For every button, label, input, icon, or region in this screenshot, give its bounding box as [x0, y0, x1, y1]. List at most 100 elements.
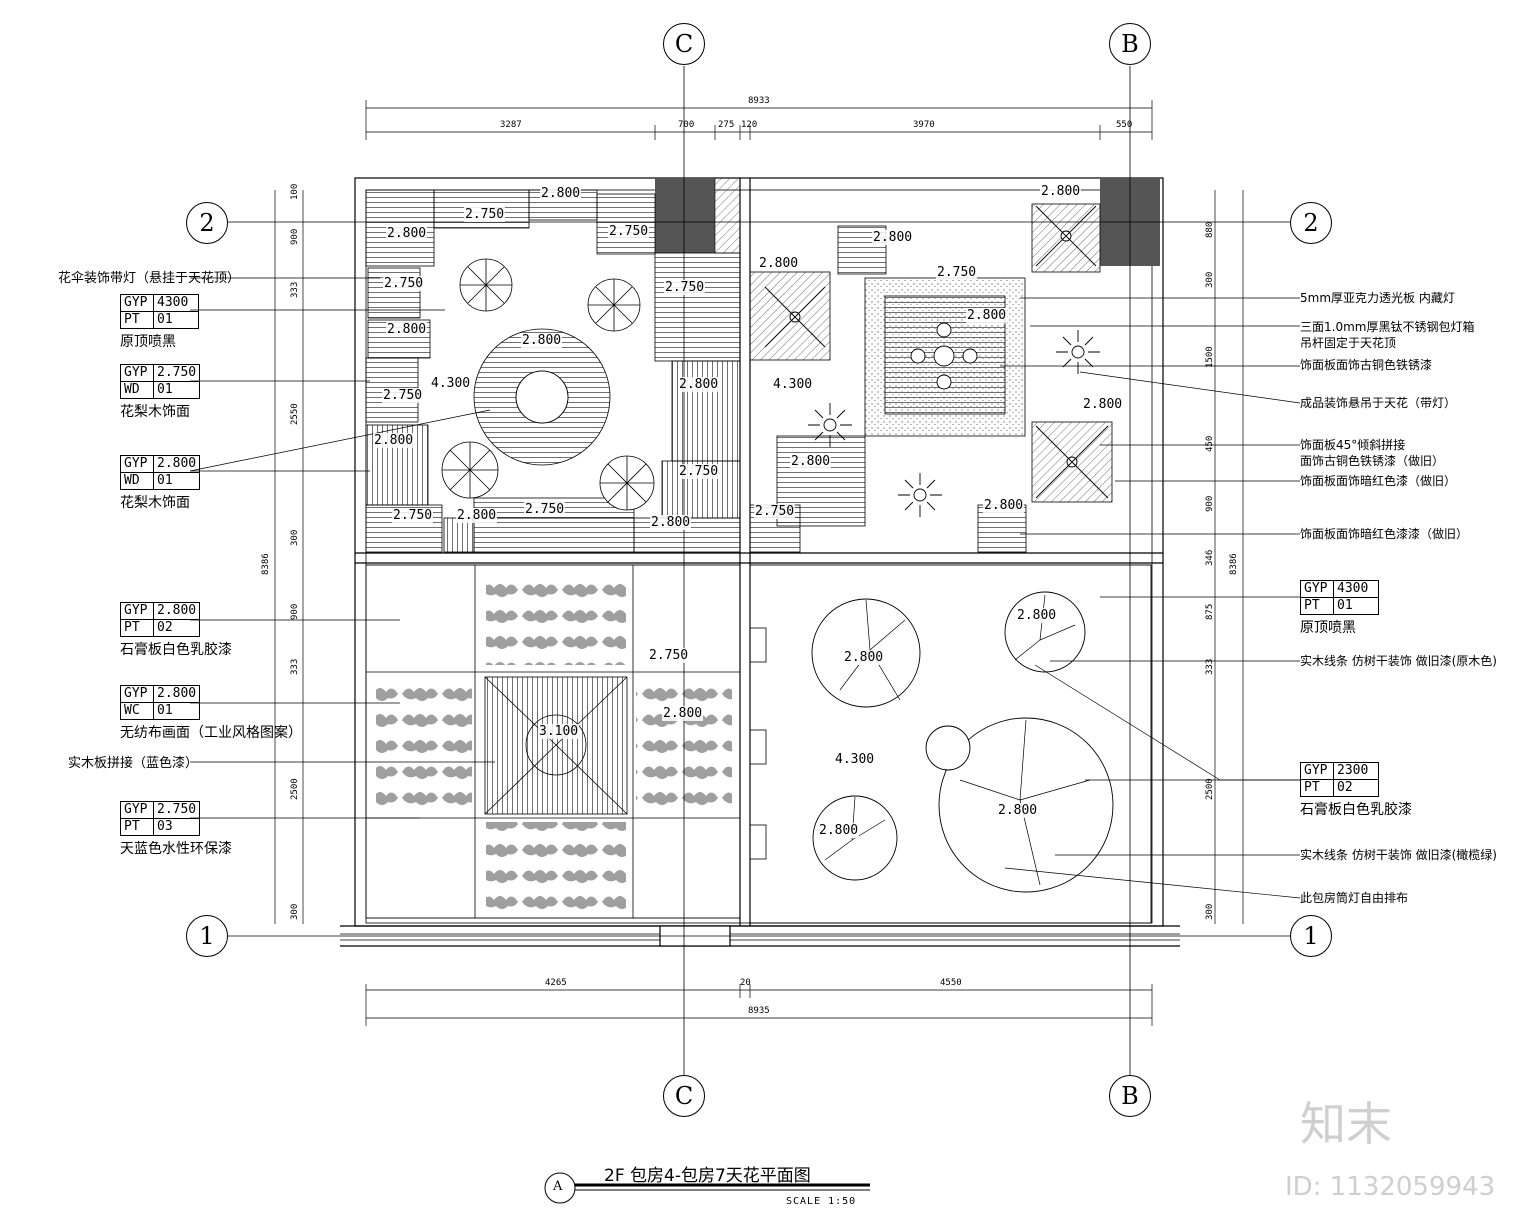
grid-label-2-right: 2: [1290, 202, 1332, 244]
grid-label-c-bottom: C: [663, 1075, 705, 1117]
grid-lines: [228, 66, 1290, 1075]
tag-caption: 原顶喷黑: [1300, 620, 1356, 636]
tag-value: 4300: [1333, 580, 1379, 598]
elevation-label: 2.800: [843, 650, 885, 665]
dim-top-seg: 700: [678, 120, 695, 130]
elevation-label: 2.800: [966, 308, 1008, 323]
elevation-label: 2.800: [521, 333, 563, 348]
tag-code: GYP: [1300, 762, 1334, 780]
note-45-degree: 饰面板45°倾斜拼接: [1300, 438, 1406, 452]
elevation-label: 2.800: [650, 515, 692, 530]
tag-code: GYP: [120, 685, 154, 703]
tag-caption: 石膏板白色乳胶漆: [1300, 802, 1412, 818]
note-acrylic: 5mm厚亚克力透光板 内藏灯: [1300, 291, 1455, 305]
elevation-label: 2.800: [386, 322, 428, 337]
dim-top-total: 8933: [748, 96, 770, 106]
dim-right-seg: 1500: [1205, 346, 1215, 368]
dim-left-seg: 300: [290, 529, 300, 546]
tag-code: PT: [1300, 597, 1334, 615]
umbrella-lights: [441, 258, 655, 511]
grid-label-1-right: 1: [1290, 915, 1332, 957]
tag-value: 02: [1333, 779, 1379, 797]
dim-left-seg: 2550: [290, 403, 300, 425]
dim-bottom-seg: 4550: [940, 978, 962, 988]
dim-bottom-seg: 20: [740, 978, 751, 988]
elevation-label: 2.800: [456, 508, 498, 523]
elevation-label: 4.300: [430, 376, 472, 391]
elevation-label: 2.800: [1082, 397, 1124, 412]
elevation-label: 2.800: [1040, 184, 1082, 199]
elevation-label: 2.750: [678, 464, 720, 479]
note-umbrella-light: 花伞装饰带灯（悬挂于天花顶）: [58, 271, 241, 286]
dim-right-seg: 346: [1205, 549, 1215, 566]
grid-label-2-left: 2: [186, 202, 228, 244]
elevation-label: 2.750: [383, 276, 425, 291]
dim-left-seg: 333: [290, 658, 300, 675]
watermark-logo: 知末: [1300, 1097, 1392, 1151]
elevation-label: 2.750: [664, 280, 706, 295]
dim-right-seg: 300: [1205, 903, 1215, 920]
tag-code: PT: [120, 818, 154, 836]
tag-code: PT: [120, 619, 154, 637]
elevation-label: 2.800: [662, 706, 704, 721]
elevation-label: 2.800: [373, 433, 415, 448]
tag-caption: 无纺布画面（工业风格图案）: [120, 725, 302, 741]
tag-value: 4300: [153, 294, 199, 312]
dim-right-total: 8386: [1229, 553, 1239, 575]
note-tree-trunk-natural: 实木线条 仿树干装饰 做旧漆(原木色): [1300, 654, 1497, 668]
elevation-label: 2.800: [983, 498, 1025, 513]
tag-code: GYP: [120, 602, 154, 620]
note-wood-board: 实木板拼接（蓝色漆）: [68, 756, 199, 771]
drawing-scale: SCALE 1:50: [786, 1196, 857, 1207]
drawing-title: 2F 包房4-包房7天花平面图: [604, 1166, 811, 1186]
note-dark-red: 饰面板面饰暗红色漆（做旧）: [1300, 474, 1457, 488]
tag-code: PT: [1300, 779, 1334, 797]
elevation-label: 2.800: [872, 230, 914, 245]
elevation-label: 2.800: [758, 256, 800, 271]
dim-left-seg: 900: [290, 603, 300, 620]
elevation-label: 3.100: [538, 724, 580, 739]
grid-label-c-top: C: [663, 23, 705, 65]
dim-left-seg: 300: [290, 903, 300, 920]
dim-right-seg: 450: [1205, 435, 1215, 452]
tag-value: 2.800: [152, 602, 201, 620]
dim-left-seg: 100: [290, 183, 300, 200]
tag-code: GYP: [120, 364, 154, 382]
tag-code: WD: [120, 472, 154, 490]
elevation-label: 2.750: [524, 502, 566, 517]
dim-right-seg: 875: [1205, 603, 1215, 620]
elevation-label: 2.750: [754, 504, 796, 519]
tag-caption: 原顶喷黑: [120, 334, 176, 350]
elevation-label: 2.750: [936, 265, 978, 280]
title-underline: [544, 1172, 870, 1204]
note-tree-trunk-olive: 实木线条 仿树干装饰 做旧漆(橄榄绿): [1300, 848, 1497, 862]
dim-top-seg: 550: [1116, 120, 1133, 130]
watermark-id: ID: 1132059943: [1285, 1172, 1496, 1202]
tag-value: 2.750: [152, 801, 201, 819]
dim-left-seg: 900: [290, 228, 300, 245]
dim-top-seg: 3970: [913, 120, 935, 130]
note-pendant: 成品装饰悬吊于天花（带灯）: [1300, 396, 1457, 410]
tag-value: 01: [1333, 597, 1379, 615]
note-lightbox: 三面1.0mm厚黑钛不锈钢包灯箱: [1300, 320, 1475, 334]
dim-right-seg: 880: [1205, 221, 1215, 238]
tag-code: GYP: [120, 294, 154, 312]
grid-label-b-top: B: [1109, 23, 1151, 65]
tag-value: 03: [152, 818, 201, 836]
elevation-label: 2.750: [464, 207, 506, 222]
section-marker: A: [553, 1179, 563, 1194]
dim-top-seg: 275: [718, 120, 735, 130]
dim-right-seg: 2500: [1205, 778, 1215, 800]
elevation-label: 2.750: [608, 224, 650, 239]
elevation-label: 2.750: [648, 648, 690, 663]
tag-code: GYP: [120, 801, 154, 819]
elevation-label: 4.300: [772, 377, 814, 392]
elevation-label: 2.750: [382, 388, 424, 403]
